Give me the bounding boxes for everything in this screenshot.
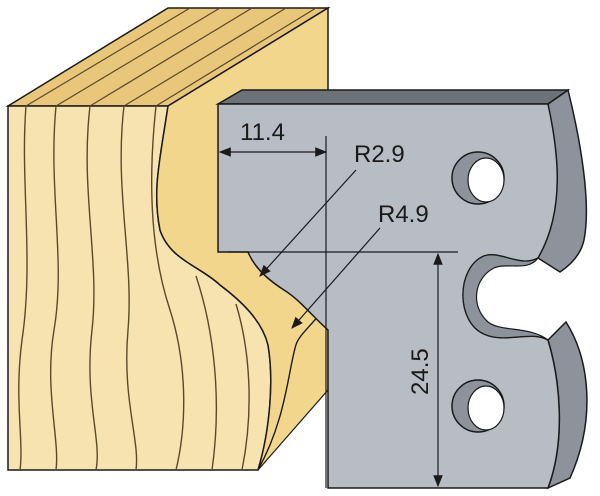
dim-height-label: 24.5 [407,348,434,395]
profile-knife [215,88,588,490]
dim-radius-large-label: R4.9 [378,201,429,228]
dim-width-label: 11.4 [240,119,285,146]
knife-slot [462,254,549,341]
dim-r-large-leader [291,227,381,329]
dimension-lines [218,136,458,488]
dim-radius-small-label: R2.9 [354,141,405,168]
knife-top-edge [215,89,571,105]
wood-grain-lines [18,105,250,471]
dim-r-small-leader [259,169,357,277]
wood-top-grain [25,7,317,107]
mounting-hole-upper [451,151,505,205]
mounting-hole-lower [451,379,505,433]
